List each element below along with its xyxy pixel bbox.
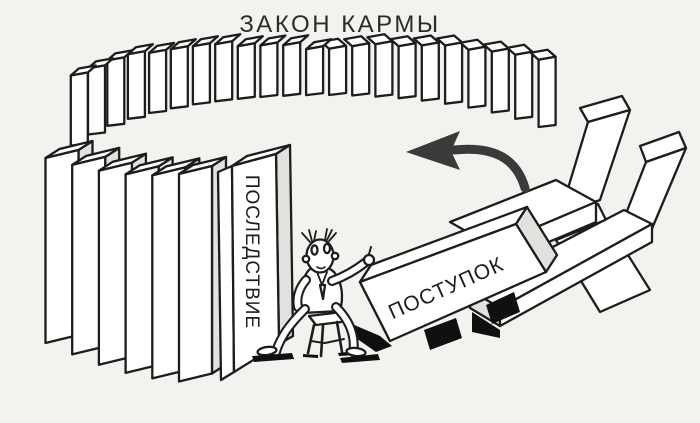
domino-shadow — [352, 324, 392, 352]
action-domino: ПОСТУПОК — [352, 205, 559, 352]
hair — [301, 228, 337, 243]
domino-face — [69, 71, 89, 147]
consequence-domino: ПОСЛЕДСТВИЕ — [216, 143, 295, 382]
domino-face — [327, 44, 348, 97]
domino-face — [124, 165, 160, 375]
cartoon-title: ЗАКОН КАРМЫ — [239, 11, 440, 38]
consequence-label: ПОСЛЕДСТВИЕ — [241, 175, 262, 329]
domino-shadow — [472, 312, 500, 338]
ear — [301, 254, 311, 264]
domino-face — [71, 155, 107, 356]
domino-face — [358, 222, 548, 343]
right-arm — [329, 259, 369, 284]
arrow-tail — [449, 144, 530, 193]
domino-face — [214, 40, 234, 103]
domino-face — [467, 45, 487, 109]
domino-face — [191, 42, 212, 106]
domino-face — [514, 50, 534, 120]
left-arm — [294, 277, 309, 310]
domino-face — [44, 148, 80, 345]
domino-face — [236, 42, 256, 100]
eye — [322, 242, 332, 255]
domino-face — [282, 41, 302, 97]
stool-legs — [306, 318, 354, 358]
arrow-head — [406, 131, 460, 170]
domino-face — [151, 166, 187, 380]
hand — [362, 253, 376, 267]
domino-face — [490, 47, 510, 114]
tie — [318, 283, 327, 301]
curved-arrow-left-icon — [406, 131, 530, 193]
left-leg — [273, 306, 308, 355]
mouth — [316, 266, 326, 270]
domino-face — [537, 55, 557, 129]
domino-face — [351, 42, 371, 97]
domino-face — [169, 45, 189, 110]
domino-ring — [44, 33, 557, 383]
domino-face — [443, 41, 464, 105]
falling-dominoes — [448, 94, 688, 338]
domino-face — [147, 48, 168, 115]
domino-shadow — [424, 318, 462, 350]
thumb — [368, 246, 372, 255]
domino-face — [259, 41, 279, 99]
sitting-man — [252, 228, 380, 363]
domino-face — [86, 64, 107, 136]
domino-face — [126, 50, 147, 120]
domino-face — [177, 164, 214, 383]
stool-shadow — [303, 354, 318, 358]
domino-face — [420, 41, 440, 102]
foot-shadow — [252, 353, 294, 362]
domino-shadow — [486, 292, 520, 324]
domino-face — [304, 45, 325, 97]
domino-face — [374, 40, 394, 98]
foot — [345, 346, 367, 358]
domino-face — [397, 42, 417, 100]
eye — [310, 244, 319, 256]
stool-rungs — [310, 338, 345, 344]
domino-face — [97, 161, 134, 366]
domino-face — [106, 56, 126, 127]
foot-shadow — [340, 354, 380, 363]
ear — [330, 251, 340, 261]
